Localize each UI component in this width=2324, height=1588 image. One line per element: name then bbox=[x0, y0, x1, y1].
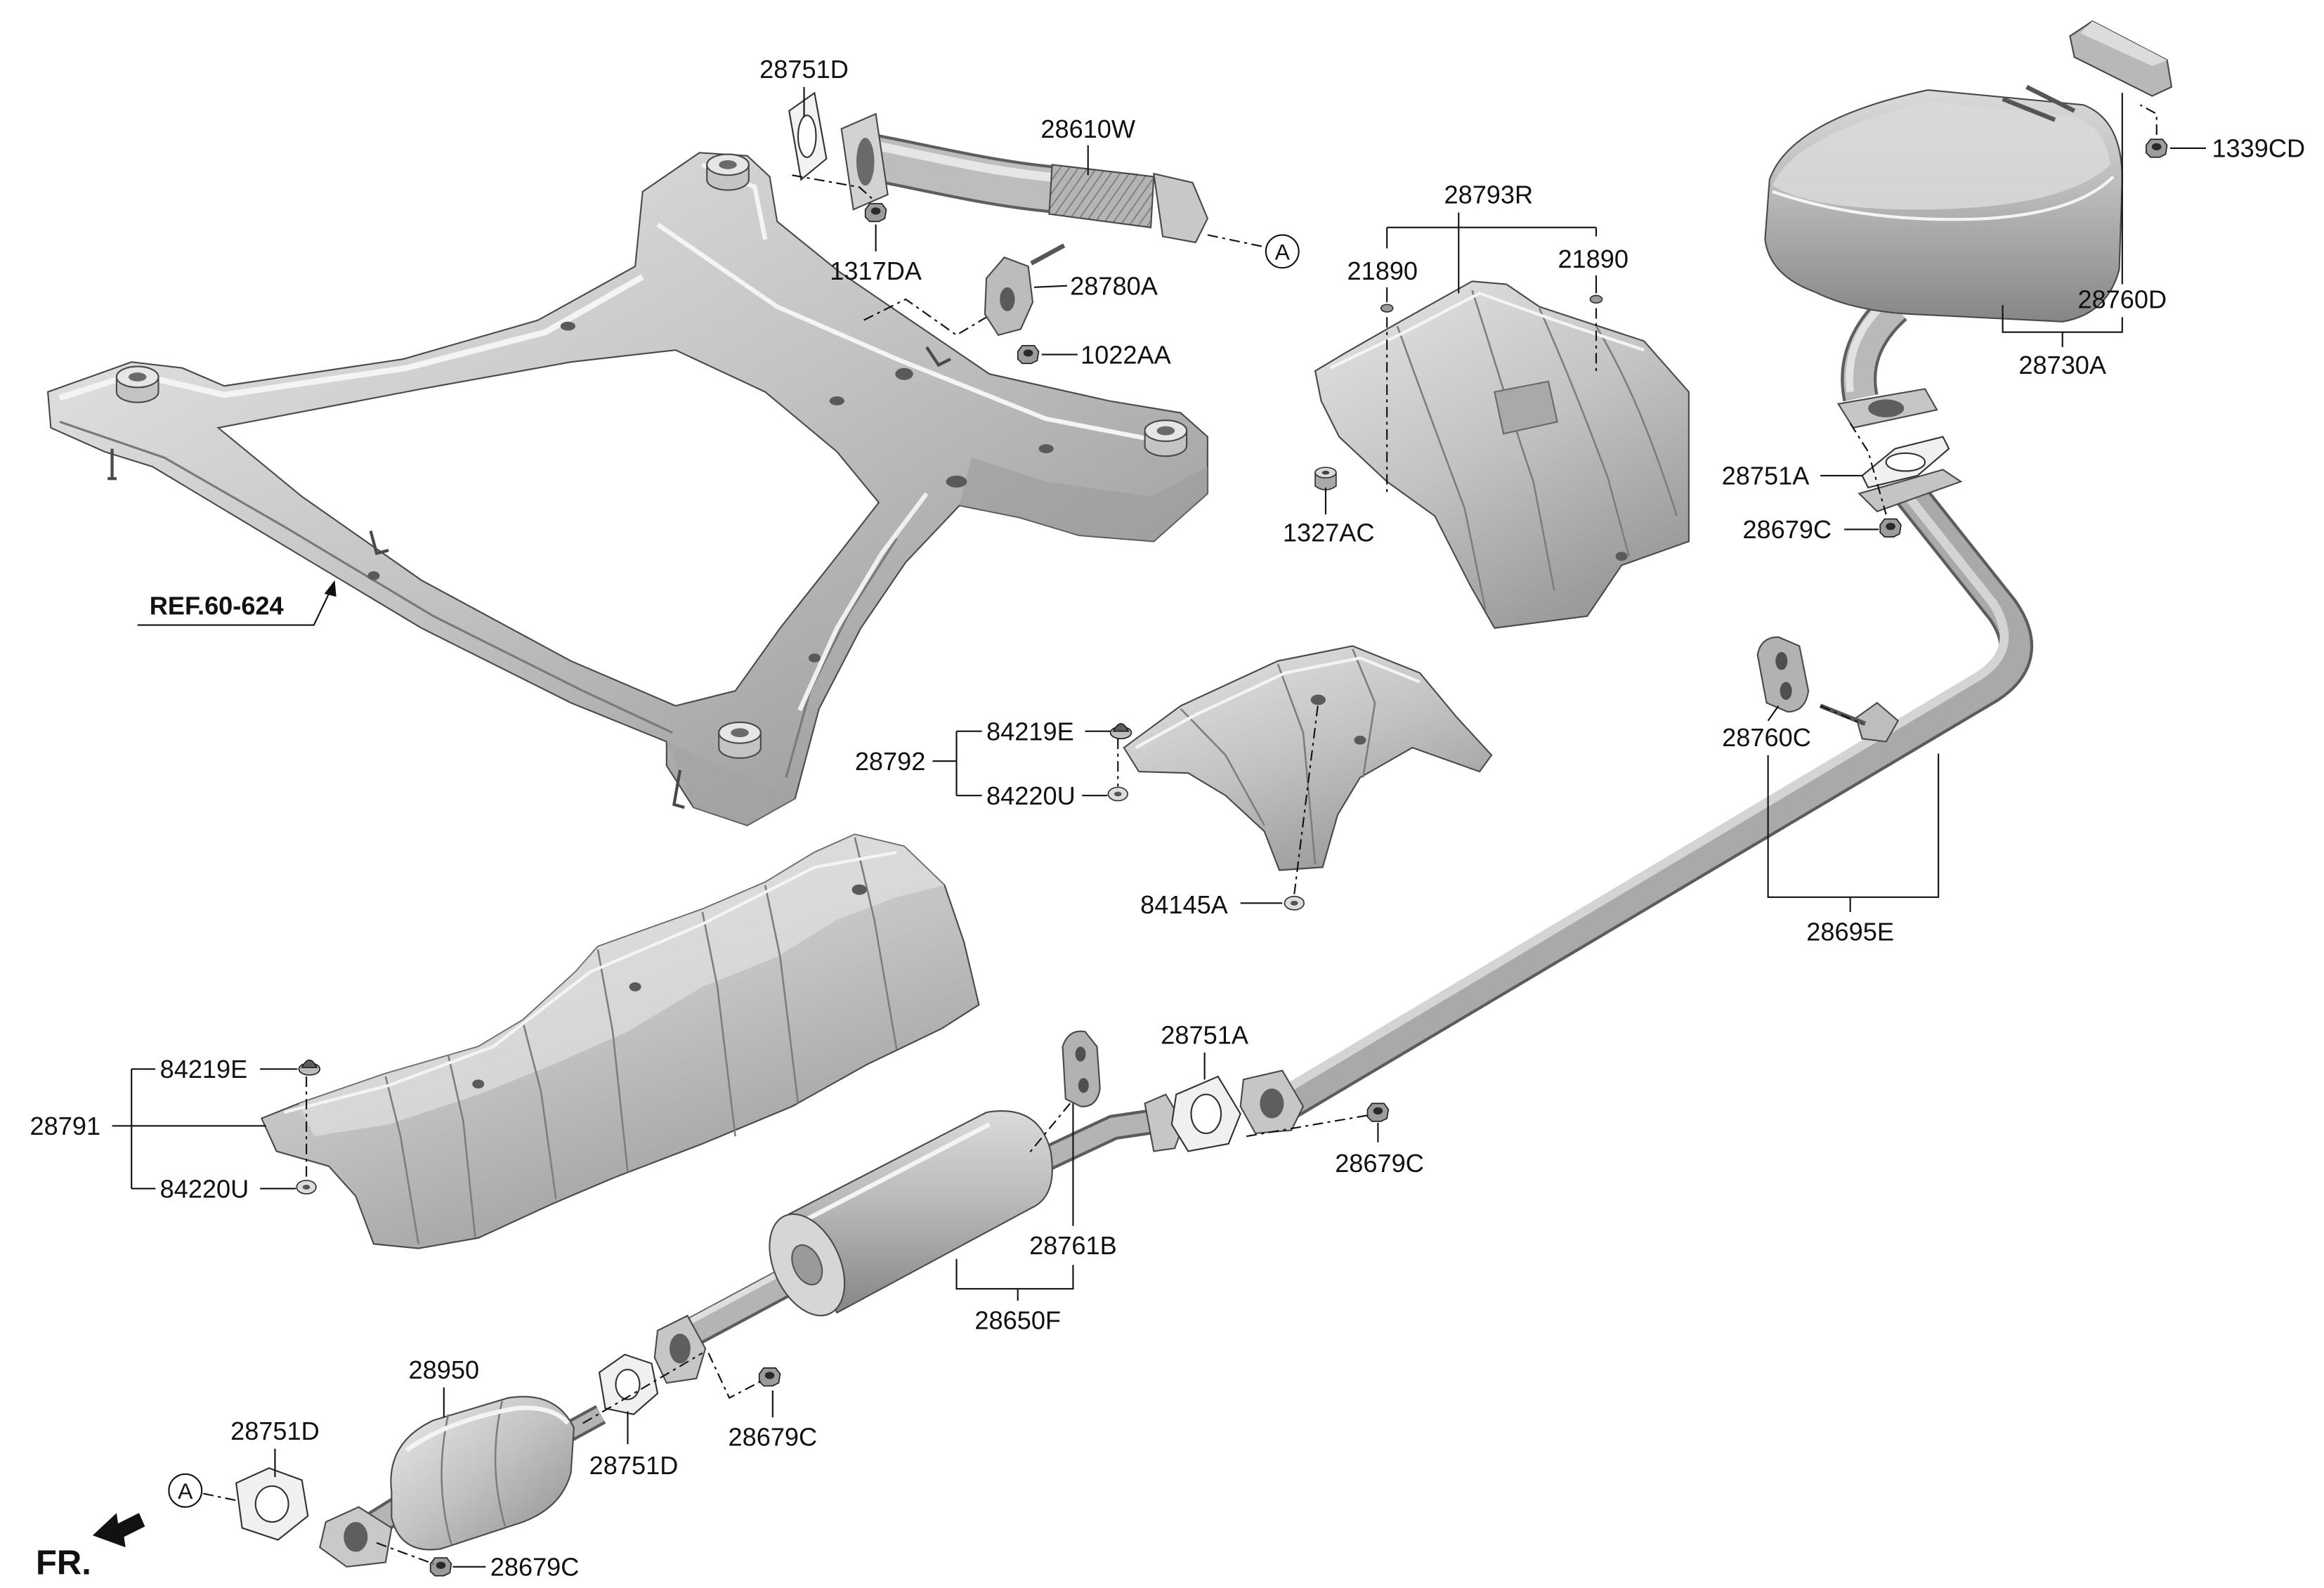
part-number-label: 28793R bbox=[1444, 181, 1533, 209]
subframe bbox=[46, 152, 1208, 826]
part-number-label: 1339CD bbox=[2212, 134, 2305, 163]
part-number-label: 28751D bbox=[230, 1417, 320, 1445]
subframe-mount bbox=[115, 365, 159, 403]
washer bbox=[296, 1179, 317, 1195]
washer bbox=[1107, 786, 1129, 802]
clip-nut bbox=[1109, 723, 1132, 740]
part-number-label: 28730A bbox=[2018, 351, 2107, 379]
connector-marker-a: A bbox=[1265, 234, 1300, 269]
nut bbox=[2145, 138, 2168, 158]
part-number-label: 28751A bbox=[1722, 462, 1810, 490]
part-number-label: 28679C bbox=[490, 1553, 580, 1582]
part-number-label: 21890 bbox=[1347, 256, 1418, 285]
rear-muffler bbox=[1764, 84, 2123, 402]
rubber-hanger bbox=[1062, 1030, 1101, 1107]
part-number-label: 28791 bbox=[30, 1112, 101, 1140]
part-number-label: 1317DA bbox=[830, 256, 922, 285]
washer bbox=[1284, 895, 1305, 911]
nut bbox=[1366, 1102, 1390, 1122]
nut bbox=[1314, 467, 1337, 490]
reference-label: REF.60-624 bbox=[150, 592, 284, 620]
catalytic-converter bbox=[319, 1395, 606, 1568]
part-number-label: 28679C bbox=[1742, 515, 1832, 544]
part-number-label: 28761B bbox=[1029, 1231, 1117, 1260]
subframe-mount bbox=[718, 721, 762, 760]
part-number-label: 84220U bbox=[160, 1174, 249, 1203]
front-marker-label: FR. bbox=[36, 1544, 91, 1582]
gasket bbox=[235, 1467, 309, 1541]
nut bbox=[1879, 518, 1902, 538]
rubber-hanger bbox=[1756, 636, 1810, 713]
connector-marker-label: A bbox=[178, 1478, 193, 1504]
part-number-label: 28760D bbox=[2077, 285, 2167, 314]
pipe-flange bbox=[1836, 388, 1938, 429]
gasket bbox=[1861, 436, 1950, 489]
nut bbox=[1017, 344, 1040, 365]
front-arrow-icon bbox=[92, 1513, 145, 1548]
heat-shield bbox=[1123, 645, 1493, 871]
part-number-label: 21890 bbox=[1558, 245, 1628, 273]
connector-marker-label: A bbox=[1275, 239, 1291, 264]
connector-marker-a: A bbox=[168, 1473, 203, 1508]
heat-shield bbox=[1314, 280, 1690, 630]
hanger-bracket bbox=[1819, 701, 1900, 743]
part-number-label: 84219E bbox=[986, 717, 1074, 746]
hanger-bracket bbox=[2069, 20, 2173, 97]
assembly-lines bbox=[203, 104, 2157, 1565]
heat-shield bbox=[260, 833, 980, 1249]
part-number-label: 28751D bbox=[589, 1451, 679, 1480]
part-number-label: 28679C bbox=[729, 1423, 818, 1452]
center-pipe bbox=[1239, 469, 2034, 1135]
nut bbox=[864, 202, 887, 223]
leader-lines bbox=[112, 86, 2206, 1568]
part-number-label: 84145A bbox=[1140, 890, 1229, 919]
center-muffler bbox=[653, 1093, 1185, 1384]
bolt bbox=[1380, 294, 1603, 313]
part-number-label: 28610W bbox=[1040, 115, 1135, 143]
clip-nut bbox=[298, 1059, 321, 1076]
part-number-label: 28650F bbox=[974, 1306, 1061, 1335]
subframe-mount bbox=[1144, 419, 1188, 457]
part-number-label: 84220U bbox=[986, 781, 1076, 810]
nut bbox=[758, 1367, 781, 1387]
nut bbox=[429, 1557, 452, 1577]
part-number-label: 28950 bbox=[409, 1355, 480, 1384]
gasket bbox=[788, 91, 828, 181]
gasket bbox=[598, 1353, 659, 1415]
part-number-label: 28695E bbox=[1806, 917, 1894, 946]
front-direction: FR. bbox=[36, 1513, 145, 1582]
gasket bbox=[1170, 1075, 1241, 1152]
part-number-labels: 28751D 28610W 1317DA 28780A 1022AA 28793… bbox=[30, 55, 2306, 1582]
part-number-label: 28780A bbox=[1070, 271, 1158, 300]
part-number-label: 28751D bbox=[759, 55, 849, 84]
part-number-label: 28792 bbox=[855, 747, 926, 776]
part-number-label: 84219E bbox=[160, 1055, 248, 1083]
part-number-label: 28679C bbox=[1335, 1149, 1424, 1178]
reference-callout: REF.60-624 bbox=[137, 580, 337, 626]
part-number-label: 1327AC bbox=[1283, 518, 1375, 547]
part-number-label: 28751A bbox=[1161, 1020, 1249, 1049]
part-number-label: 1022AA bbox=[1081, 340, 1172, 369]
part-number-label: 28760C bbox=[1722, 723, 1811, 752]
hanger-bracket bbox=[984, 243, 1066, 337]
front-pipe bbox=[840, 112, 1209, 244]
subframe-mount bbox=[706, 153, 750, 191]
